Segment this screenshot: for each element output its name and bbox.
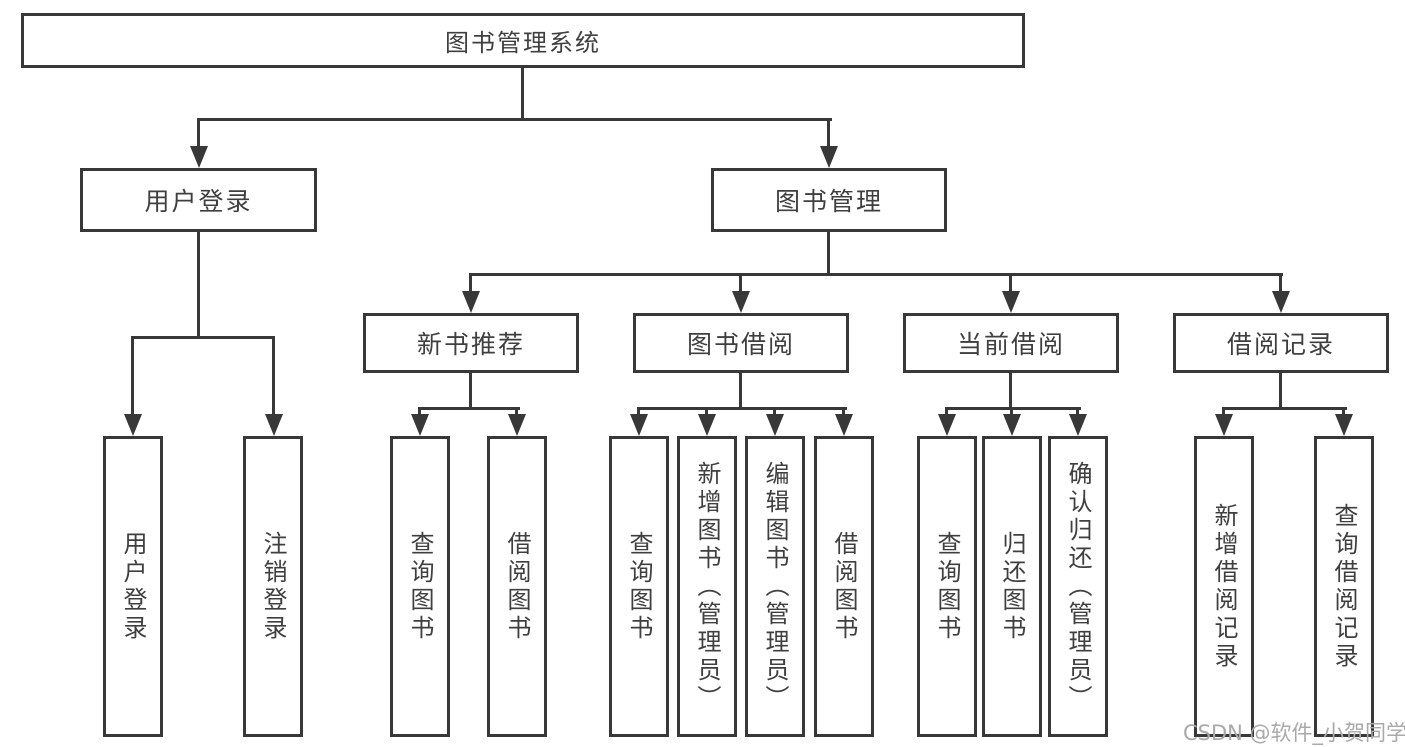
- connector-line: [1009, 276, 1012, 292]
- node-current-borrow: 当前借阅: [903, 313, 1119, 373]
- node-leaf-borrow-books-2: 借阅图书: [814, 436, 874, 737]
- node-leaf-user-login-label: 用户登录: [119, 530, 147, 643]
- connector-line: [272, 339, 275, 414]
- node-library-system: 图书管理系统: [21, 13, 1025, 68]
- connector-line: [131, 336, 275, 339]
- arrow-down-icon: [124, 414, 142, 436]
- connector-line: [469, 373, 472, 410]
- arrow-down-icon: [835, 414, 853, 436]
- connector-line: [842, 410, 845, 415]
- node-leaf-query-books-2-label: 查询图书: [625, 530, 653, 643]
- node-borrow-records-label: 借阅记录: [1226, 330, 1335, 359]
- node-borrow-records: 借阅记录: [1173, 313, 1389, 373]
- connector-line: [469, 276, 472, 292]
- watermark: CSDN @软件_小贺同学: [1183, 721, 1405, 745]
- node-leaf-add-borrow-record-label: 新增借阅记录: [1210, 502, 1238, 671]
- connector-line: [827, 121, 830, 147]
- node-current-borrow-label: 当前借阅: [956, 330, 1065, 359]
- node-leaf-query-books-3-label: 查询图书: [933, 530, 961, 643]
- arrow-down-icon: [1215, 414, 1233, 436]
- arrow-down-icon: [1272, 291, 1290, 313]
- arrow-down-icon: [1002, 291, 1020, 313]
- connector-line: [945, 407, 1081, 410]
- node-leaf-logout: 注销登录: [243, 436, 303, 737]
- node-leaf-query-books-1: 查询图书: [390, 436, 450, 737]
- connector-line: [131, 339, 134, 414]
- node-book-management-label: 图书管理: [774, 187, 883, 216]
- node-leaf-edit-book-admin-label: 编辑图书（管理员）: [761, 460, 789, 713]
- node-library-system-label: 图书管理系统: [445, 29, 601, 57]
- arrow-down-icon: [1069, 414, 1087, 436]
- node-book-borrow: 图书借阅: [633, 313, 849, 373]
- connector-line: [1222, 410, 1225, 415]
- node-leaf-query-books-3: 查询图书: [917, 436, 977, 737]
- connector-line: [197, 232, 200, 336]
- arrow-down-icon: [698, 414, 716, 436]
- node-new-book-recommend: 新书推荐: [363, 313, 579, 373]
- connector-line: [469, 273, 1283, 276]
- arrow-down-icon: [265, 414, 283, 436]
- connector-line: [637, 407, 847, 410]
- node-leaf-borrow-books-1-label: 借阅图书: [503, 530, 531, 643]
- node-leaf-edit-book-admin: 编辑图书（管理员）: [745, 436, 805, 737]
- node-leaf-borrow-books-1: 借阅图书: [487, 436, 547, 737]
- node-leaf-return-book: 归还图书: [982, 436, 1042, 737]
- connector-line: [197, 121, 200, 147]
- node-leaf-add-book-admin-label: 新增图书（管理员）: [693, 460, 721, 713]
- connector-line: [773, 410, 776, 415]
- node-leaf-query-borrow-record-label: 查询借阅记录: [1330, 502, 1358, 671]
- node-leaf-confirm-return-admin-label: 确认归还（管理员）: [1064, 460, 1092, 713]
- connector-line: [418, 410, 421, 415]
- arrow-down-icon: [411, 414, 429, 436]
- node-leaf-add-book-admin: 新增图书（管理员）: [677, 436, 737, 737]
- node-leaf-query-borrow-record: 查询借阅记录: [1314, 436, 1374, 737]
- connector-line: [1009, 373, 1012, 410]
- node-new-book-recommend-label: 新书推荐: [416, 330, 525, 359]
- node-leaf-user-login: 用户登录: [103, 436, 163, 737]
- node-leaf-return-book-label: 归还图书: [998, 530, 1026, 643]
- connector-line: [827, 232, 830, 276]
- connector-line: [1076, 410, 1079, 415]
- node-book-management: 图书管理: [711, 168, 947, 232]
- arrow-down-icon: [462, 291, 480, 313]
- node-leaf-borrow-books-2-label: 借阅图书: [830, 530, 858, 643]
- arrow-down-icon: [1335, 414, 1353, 436]
- connector-line: [1279, 373, 1282, 410]
- arrow-down-icon: [1003, 414, 1021, 436]
- node-leaf-confirm-return-admin: 确认归还（管理员）: [1048, 436, 1108, 737]
- connector-line: [521, 68, 524, 118]
- arrow-down-icon: [508, 414, 526, 436]
- connector-line: [197, 118, 832, 121]
- connector-line: [418, 407, 520, 410]
- arrow-down-icon: [820, 146, 838, 168]
- arrow-down-icon: [190, 146, 208, 168]
- connector-line: [1222, 407, 1347, 410]
- connector-line: [515, 410, 518, 415]
- connector-line: [945, 410, 948, 415]
- arrow-down-icon: [630, 414, 648, 436]
- node-book-borrow-label: 图书借阅: [686, 330, 795, 359]
- connector-line: [705, 410, 708, 415]
- node-leaf-query-books-1-label: 查询图书: [406, 530, 434, 643]
- node-user-login: 用户登录: [80, 168, 317, 232]
- connector-line: [739, 276, 742, 292]
- arrow-down-icon: [732, 291, 750, 313]
- connector-line: [637, 410, 640, 415]
- arrow-down-icon: [938, 414, 956, 436]
- connector-line: [1279, 276, 1282, 292]
- node-leaf-query-books-2: 查询图书: [609, 436, 669, 737]
- arrow-down-icon: [766, 414, 784, 436]
- node-leaf-add-borrow-record: 新增借阅记录: [1194, 436, 1254, 737]
- node-user-login-label: 用户登录: [144, 187, 253, 216]
- connector-line: [1342, 410, 1345, 415]
- connector-line: [1010, 410, 1013, 415]
- connector-line: [739, 373, 742, 410]
- node-leaf-logout-label: 注销登录: [259, 530, 287, 643]
